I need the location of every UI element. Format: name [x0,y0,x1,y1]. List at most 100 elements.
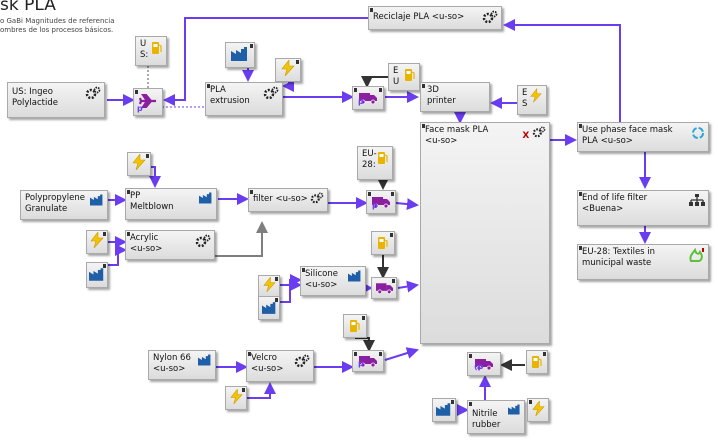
process-label: filter <u-so> [253,194,308,204]
lightning-icon [530,87,542,107]
flow-truck-to-facemask-2 [397,280,419,293]
factory-input-nitrile[interactable] [432,398,456,422]
factory-input-silicone[interactable] [258,296,280,320]
process-acrylic[interactable]: Acrylic <u-so> [125,230,215,260]
plan-marker: p [358,97,364,106]
process-end-of-life-filter[interactable]: End of life filter <Buena> [577,190,709,226]
electricity-input-nitrile[interactable] [527,398,549,422]
subtitle-line: ombres de los procesos básicos. [0,26,114,34]
process-us-fuel[interactable]: U S: [135,36,167,66]
flow-truck-to-facemask-1 [395,198,419,211]
process-label: Nitrile rubber [472,409,501,430]
process-label: EU- 28: [362,149,377,170]
process-label: 3D printer [427,85,456,106]
gear-icon [195,234,211,252]
process-use-phase-face-mask[interactable]: Use phase face mask PLA <u-so> [577,122,709,152]
distribution-icon [689,194,705,210]
factory-input-acrylic[interactable] [86,262,108,288]
factory-icon [89,266,105,285]
process-filter[interactable]: filter <u-so> [248,188,328,212]
flow-fuel-to-truck-top [361,76,390,88]
process-label: E S [522,88,528,109]
factory-icon [90,194,104,210]
process-nylon-66[interactable]: Nylon 66 <u-so> [148,350,216,380]
factory-icon [198,354,212,370]
fuel-pump-icon [350,317,360,336]
gear-icon [85,86,101,104]
process-3d-printer[interactable]: 3D printer [420,82,490,112]
lightning-icon [229,387,243,408]
truck-icon [359,352,377,371]
fuel-pump-icon [378,234,388,253]
process-nitrile-rubber[interactable]: Nitrile rubber [467,400,525,434]
x-mark-icon: X [522,131,530,141]
lightning-icon [262,275,276,296]
process-label: EU-28: Textiles in municipal waste [582,247,656,268]
lightning-icon [90,231,104,252]
lightning-icon [281,59,295,80]
truck-icon [372,193,390,212]
fuel-input-silicone-truck[interactable] [371,231,395,255]
gear-icon [310,192,324,208]
factory-icon [261,299,277,318]
fuel-pump-icon [152,41,162,58]
flow-acrylic-to-filter [215,221,268,257]
process-pla-extrusion[interactable]: PLA extrusion [205,82,283,116]
process-reciclaje-pla[interactable]: Reciclaje PLA <u-so> [368,6,502,30]
factory-icon [348,270,362,286]
process-velcro[interactable]: Velcro <u-so> [246,350,314,382]
process-eu28-textiles-municipal-waste[interactable]: EU-28: Textiles in municipal waste [577,244,709,280]
transport-truck-silicone[interactable] [371,277,397,299]
process-polypropylene-granulate[interactable]: Polypropylene Granulate [20,190,108,220]
gear-icon [263,86,279,104]
transport-plane[interactable]: p [133,88,163,116]
recycle-icon [691,126,705,144]
plan-marker: (p [474,362,484,371]
electricity-input-pp[interactable] [127,152,151,176]
landfill-icon [689,247,705,266]
flow-electricity-to-velcro [246,382,276,399]
flow-factory-to-silicone [280,274,302,303]
process-label: Silicone <u-so> [305,269,338,290]
process-label: Velcro <u-so> [251,353,284,374]
electricity-input-silicone[interactable] [258,275,280,297]
process-label: U S: [140,39,149,60]
process-face-mask-pla[interactable]: Face mask PLA <u-so> X [420,122,550,344]
gear-icon [482,10,498,28]
electricity-input-extrusion[interactable] [275,58,301,82]
transport-truck-pla[interactable]: p [352,86,384,110]
fuel-pump-icon [532,353,542,372]
diagram-subtitle: o GaBi Magnitudes de referencia ombres d… [0,17,140,35]
plan-marker: p [358,359,364,368]
process-label: US: Ingeo Polylactide [12,87,58,108]
process-label: End of life filter <Buena> [582,193,648,214]
process-label: PP Meltblown [130,191,174,212]
lightning-icon [531,399,545,420]
truck-icon [475,355,493,374]
process-us-ingeo-polylactide[interactable]: US: Ingeo Polylactide [7,82,105,118]
electricity-input-acrylic[interactable] [86,230,108,254]
process-silicone[interactable]: Silicone <u-so> [300,266,366,296]
plan-marker: p [372,201,378,210]
electricity-input-velcro[interactable] [225,386,247,410]
fuel-input-velcro-truck[interactable] [343,314,367,338]
factory-input-extrusion[interactable] [225,42,255,68]
process-eu-fuel[interactable]: E U [388,63,420,91]
process-label: Nylon 66 <u-so> [153,353,191,374]
gear-icon [294,354,310,372]
process-eu28-fuel[interactable]: EU- 28: [357,146,393,180]
flow-usephase-to-recycling [503,19,621,130]
transport-truck-nitrile[interactable]: (p [467,352,501,376]
process-label: Reciclaje PLA <u-so> [373,12,465,22]
flow-truck-to-facemask-3 [384,347,419,361]
factory-icon [508,404,521,419]
fuel-input-nitrile-truck[interactable] [526,350,548,374]
fuel-pump-icon [405,68,415,85]
factory-icon [231,46,249,65]
flow-fuel-to-truck-low [355,337,375,352]
plane-icon [138,93,157,112]
transport-truck-filter[interactable]: p [366,190,396,214]
process-pp-meltblown[interactable]: PP Meltblown [125,188,217,220]
transport-truck-velcro[interactable]: p [352,350,384,372]
process-es-electricity[interactable]: E S [517,85,547,115]
